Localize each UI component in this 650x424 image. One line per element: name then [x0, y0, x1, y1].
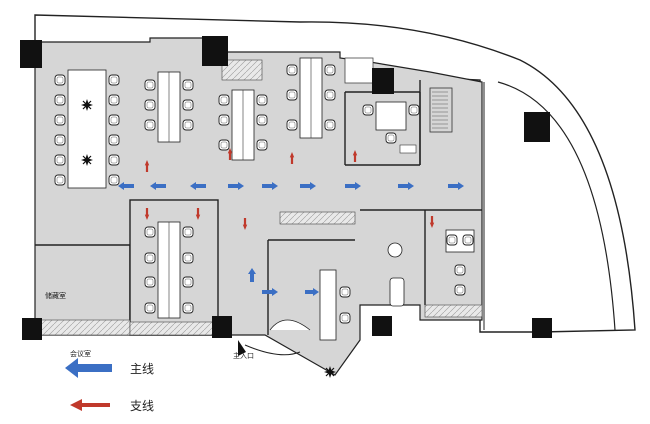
stairs	[432, 91, 448, 129]
office-desk	[375, 101, 407, 131]
branch-route-arrows	[144, 148, 435, 230]
room-label-left-bottom: 储藏室	[45, 291, 66, 300]
main-route-arrow	[228, 182, 244, 190]
branch-route-arrow	[144, 208, 150, 220]
branch-route-arrow	[195, 208, 201, 220]
conference-table	[67, 69, 107, 189]
branch-route-arrow	[227, 148, 233, 160]
room-label-left-mid: 会议室	[70, 349, 91, 358]
lounge-chair	[389, 277, 405, 307]
main-route-arrow	[262, 182, 278, 190]
hatched-counter	[279, 211, 356, 225]
legend-branch-label: 支线	[130, 399, 154, 413]
workstation-cluster-3	[286, 57, 336, 139]
main-route-arrows	[118, 182, 464, 296]
reception-desk	[319, 269, 337, 341]
main-route-arrow	[300, 182, 316, 190]
legend-main-label: 主线	[130, 362, 154, 376]
main-route-arrow	[345, 182, 361, 190]
legend: 主线 支线	[65, 358, 154, 413]
round-table	[387, 242, 403, 258]
main-route-arrow	[398, 182, 414, 190]
lounge-sofa	[269, 319, 311, 331]
legend-main-arrow-icon	[65, 358, 112, 378]
inner-curve-wall	[497, 81, 616, 331]
main-route-arrow	[262, 288, 278, 296]
workstation-cluster-1	[144, 71, 194, 143]
hatched-strip-bottom-mid	[129, 321, 219, 336]
entrance-curve	[244, 344, 301, 356]
hatched-strip-right	[424, 304, 483, 318]
branch-route-arrow	[144, 160, 150, 172]
main-route-arrow	[248, 268, 256, 282]
branch-route-arrow	[429, 216, 435, 228]
branch-route-arrow	[289, 152, 295, 164]
main-route-arrow	[305, 288, 319, 296]
entrance-marker-icon	[238, 340, 246, 356]
main-route-arrow	[190, 182, 206, 190]
workstation-cluster-4	[144, 221, 194, 319]
hatched-block-top	[221, 59, 263, 81]
main-route-arrow	[448, 182, 464, 190]
legend-branch-arrow-icon	[70, 399, 110, 411]
stair-well	[344, 57, 374, 84]
outer-building-outline	[34, 14, 636, 333]
stair-frame	[429, 87, 453, 133]
branch-route-arrow	[242, 218, 248, 230]
workstation-cluster-2	[218, 89, 268, 161]
hatched-strip-bottom-left	[34, 319, 131, 336]
main-route-arrow	[150, 182, 166, 190]
main-route-arrow	[118, 182, 134, 190]
office-sign	[399, 144, 417, 154]
columns	[20, 36, 552, 340]
entrance-label: 主入口	[233, 351, 254, 360]
branch-route-arrow	[352, 150, 358, 162]
